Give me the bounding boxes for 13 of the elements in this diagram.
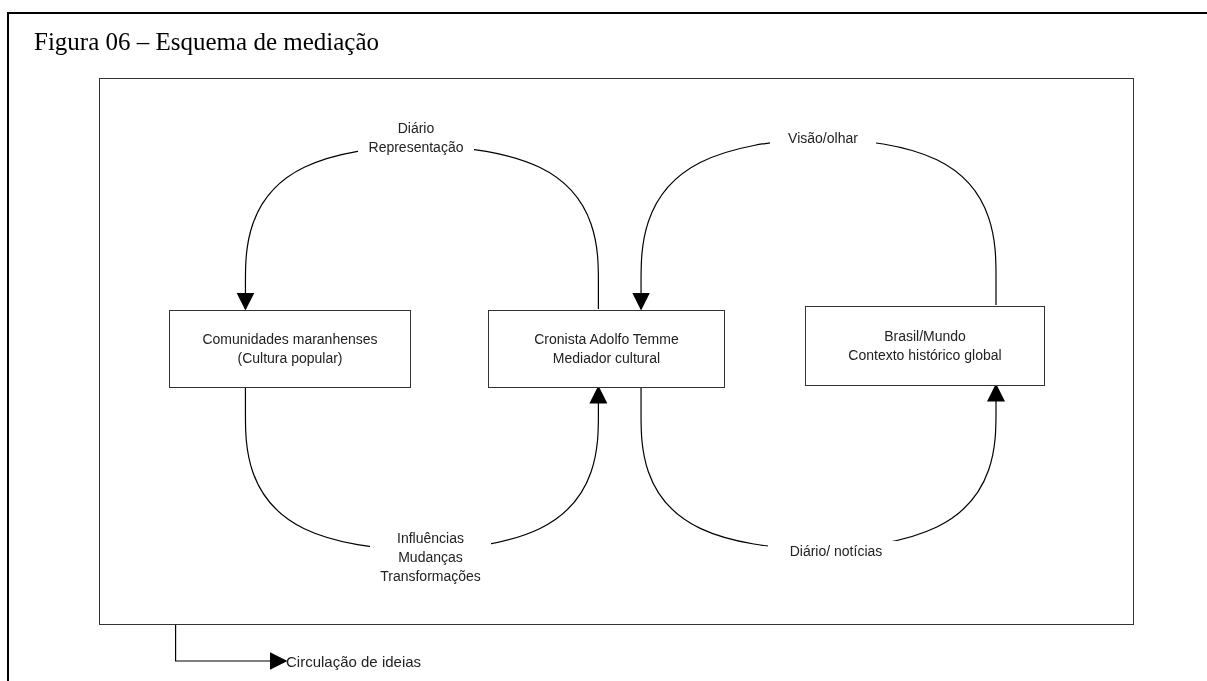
concept-box xyxy=(169,310,411,388)
box-text: (Cultura popular) xyxy=(237,349,343,368)
box-text: Brasil/Mundo xyxy=(884,327,966,346)
concept-box xyxy=(488,310,725,388)
box-text: Comunidades maranhenses xyxy=(202,330,378,349)
figure-title: Figura 06 – Esquema de mediação xyxy=(34,28,380,56)
box-text: Mediador cultural xyxy=(552,349,661,368)
box-text: Cronista Adolfo Temme xyxy=(534,330,679,349)
concept-box xyxy=(805,306,1045,386)
diagram-frame xyxy=(99,78,1134,625)
box-text: Contexto histórico global xyxy=(848,346,1002,365)
arrow xyxy=(175,624,288,670)
output-label: Circulação de ideias xyxy=(286,651,422,671)
